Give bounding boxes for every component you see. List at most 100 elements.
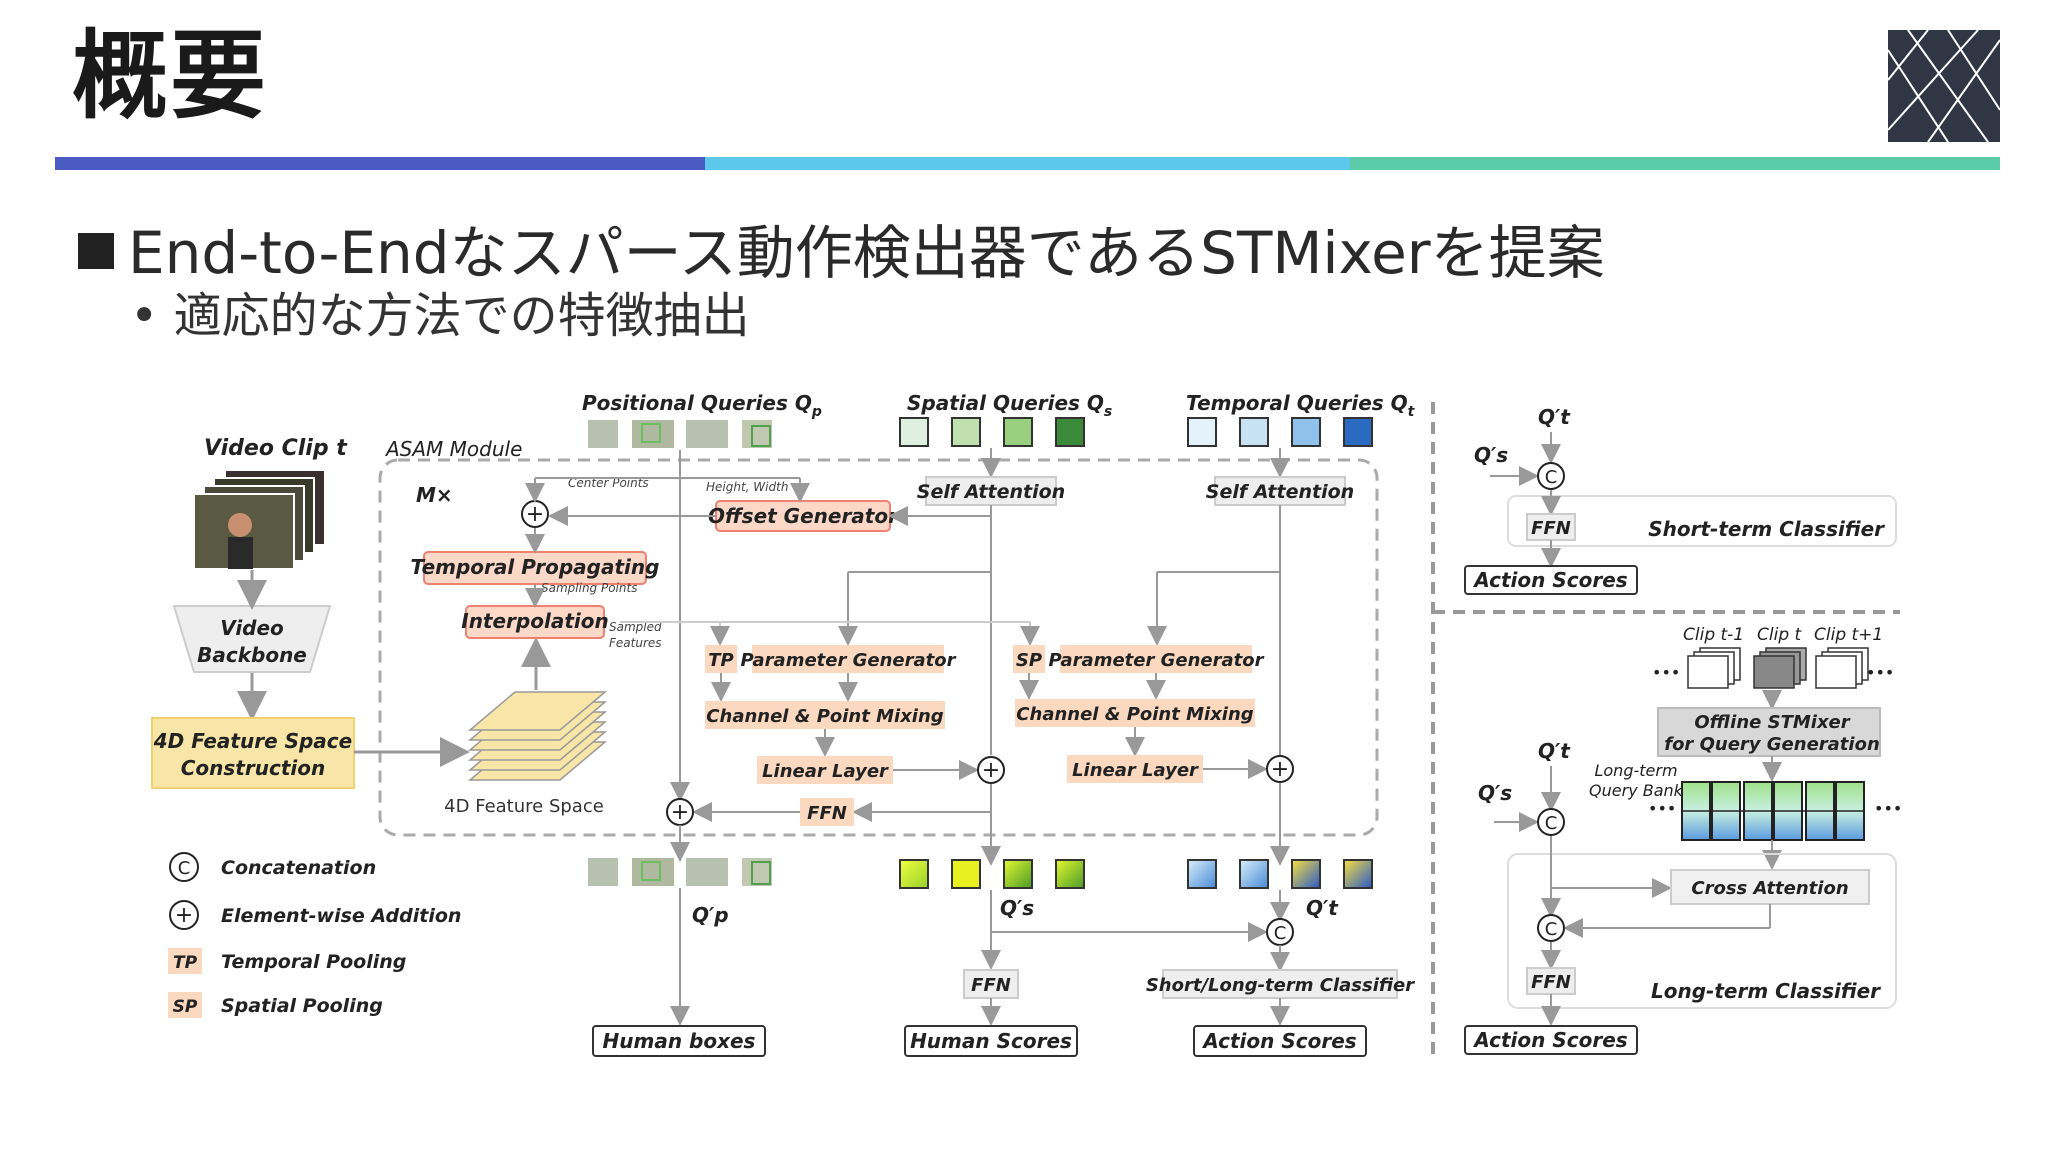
qt-output-label: Q′t [1306, 896, 1339, 920]
short-term-classifier-label: Short-term Classifier [1648, 517, 1885, 541]
human-scores-label: Human Scores [910, 1029, 1072, 1053]
bullet-sub-text: 適応的な方法での特徴抽出 [173, 288, 750, 344]
center-points-label: Center Points [568, 476, 649, 490]
mixing-temporal-label: Channel & Point Mixing [1016, 704, 1253, 725]
legend-tp-abbr: TP [173, 953, 198, 973]
short-ffn-box [1526, 513, 1576, 541]
feature-construction-line2: Construction [181, 756, 325, 780]
spatial-queries-label: Spatial Queries Qs [907, 391, 1112, 420]
long-term-bank-line1: Long-term [1594, 761, 1677, 780]
slide-title: 概要 [72, 20, 268, 132]
param-gen-temporal-box [1060, 645, 1252, 673]
add-top-symbol: + [526, 502, 544, 527]
long-concat-top-symbol: C [1545, 813, 1558, 834]
short-concat-symbol: C [1545, 467, 1558, 488]
height-width-label: Height, Width [706, 480, 788, 494]
spatial-query-boxes [899, 417, 1085, 447]
offline-stmixer-line1: Offline STMixer [1694, 712, 1850, 733]
long-action-scores [1464, 1025, 1638, 1055]
self-attention-spatial-label: Self Attention [917, 481, 1065, 503]
positional-output-boxes [588, 858, 772, 886]
short-concat-icon [1537, 462, 1565, 490]
legend-concat-symbol: C [178, 858, 191, 879]
sampled-features-line1: Sampled [609, 620, 662, 634]
tp-box-main [705, 645, 737, 673]
legend-tp-label: Temporal Pooling [221, 951, 406, 973]
offline-stmixer-line2: for Query Generation [1664, 734, 1880, 755]
qs-output-label: Q′s [1000, 896, 1034, 920]
feature-construction-line1: 4D Feature Space [153, 729, 352, 753]
linear-temporal-label: Linear Layer [1072, 760, 1199, 781]
legend-sp-label: Spatial Pooling [221, 995, 383, 1017]
logo-icon [1888, 30, 2000, 142]
asam-module-box [378, 458, 1379, 837]
self-attention-temporal-box [1214, 476, 1346, 506]
video-backbone-line1: Video [220, 616, 284, 640]
linear-spatial-label: Linear Layer [762, 761, 889, 782]
clip-next-label: Clip t+1 [1814, 625, 1883, 645]
add-temporal-icon [1266, 755, 1294, 783]
mixing-spatial-box [705, 701, 945, 729]
sampling-points-label: Sampling Points [541, 581, 637, 595]
header-bar-light-blue [705, 157, 1350, 170]
concat-main-symbol: C [1274, 923, 1287, 944]
legend-concat-label: Concatenation [221, 857, 376, 879]
legend-sp-abbr: SP [173, 997, 198, 1017]
short-qs-label: Q′s [1474, 443, 1508, 467]
add-temporal-symbol: + [1271, 757, 1289, 782]
ffn-scores-label: FFN [971, 975, 1011, 996]
video-backbone-box [172, 605, 332, 673]
header-bar-blue [55, 157, 705, 170]
long-term-classifier-label: Long-term Classifier [1651, 979, 1881, 1003]
clips-left-ellipsis: ••• [1652, 663, 1680, 682]
short-term-classifier-box [1507, 495, 1897, 547]
long-concat-bottom-icon [1537, 914, 1565, 942]
header-bar-green [1350, 157, 2000, 170]
video-backbone-line2: Backbone [197, 643, 307, 667]
self-attention-temporal-label: Self Attention [1206, 481, 1354, 503]
temporal-query-boxes [1187, 417, 1373, 447]
temporal-propagating-label: Temporal Propagating [411, 555, 660, 579]
param-gen-spatial-box [752, 645, 944, 673]
long-term-query-bank [1681, 781, 1865, 841]
long-qt-label: Q′t [1538, 739, 1571, 763]
clips-right-ellipsis: ••• [1866, 663, 1894, 682]
positional-query-boxes [588, 420, 772, 448]
long-term-classifier-box [1507, 853, 1897, 1009]
short-action-scores-label: Action Scores [1472, 568, 1628, 592]
add-positional-symbol: + [671, 800, 689, 825]
video-clip-label: Video Clip t [204, 436, 348, 461]
legend-add-symbol: + [175, 903, 193, 928]
cross-attention-label: Cross Attention [1691, 878, 1848, 899]
bank-right-ellipsis: ••• [1874, 799, 1902, 818]
clip-prev-label: Clip t-1 [1683, 625, 1744, 645]
self-attention-spatial-box [925, 476, 1057, 506]
add-spatial-icon [977, 756, 1005, 784]
action-scores-output [1193, 1025, 1367, 1057]
square-bullet-icon [78, 233, 114, 269]
long-term-bank-line2: Query Bank [1589, 781, 1684, 800]
qp-output-label: Q′p [692, 903, 729, 927]
human-scores-output [904, 1025, 1078, 1057]
legend-concat-icon [169, 852, 199, 882]
short-ffn-label: FFN [1531, 518, 1571, 539]
legend-add-label: Element-wise Addition [221, 905, 461, 927]
long-qs-label: Q′s [1478, 781, 1512, 805]
long-concat-bottom-symbol: C [1545, 919, 1558, 940]
mixing-spatial-label: Channel & Point Mixing [706, 706, 943, 727]
short-action-scores [1464, 565, 1638, 595]
action-scores-label: Action Scores [1201, 1029, 1357, 1053]
long-concat-top-icon [1537, 808, 1565, 836]
offline-stmixer-box [1657, 707, 1881, 757]
ffn-scores-box [963, 969, 1019, 999]
repeat-label: M× [416, 483, 453, 507]
mixing-temporal-box [1015, 699, 1255, 727]
bank-left-ellipsis: ••• [1648, 799, 1676, 818]
param-gen-spatial-label: Parameter Generator [740, 650, 956, 671]
legend-add-icon [169, 900, 199, 930]
sp-box-main [1013, 645, 1045, 673]
cross-attention-box [1670, 869, 1870, 905]
positional-queries-label: Positional Queries Qp [582, 391, 822, 420]
interpolation-label: Interpolation [461, 609, 608, 633]
